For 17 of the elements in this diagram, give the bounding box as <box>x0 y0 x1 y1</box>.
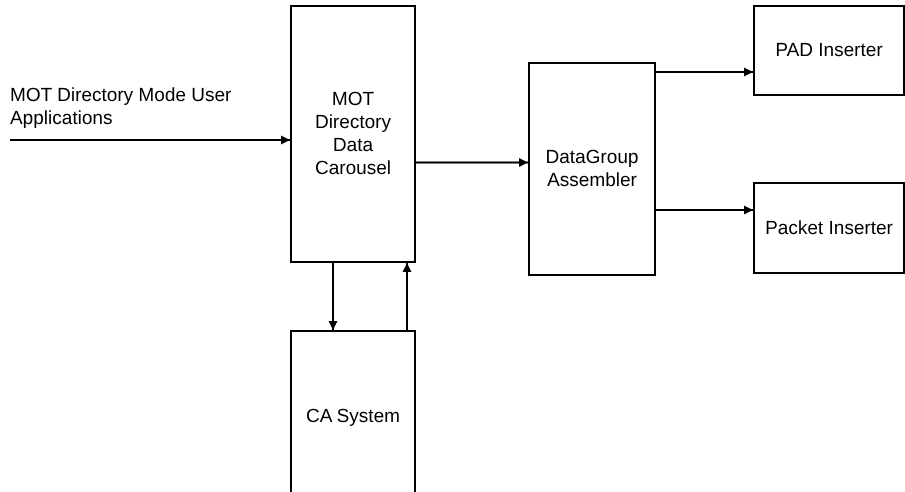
process-box <box>753 182 905 274</box>
process-box <box>290 330 416 492</box>
box-label: DataGroup Assembler <box>544 146 640 192</box>
process-box <box>753 5 905 96</box>
arrow <box>10 136 290 144</box>
box-label: PAD Inserter <box>775 39 883 62</box>
arrow <box>328 263 338 330</box>
arrow <box>416 158 528 167</box>
arrow <box>402 263 412 330</box>
box-label: CA System <box>306 404 400 428</box>
input-label: MOT Directory Mode User Applications <box>10 84 232 130</box>
process-box <box>290 5 416 263</box>
arrow <box>656 68 753 76</box>
arrow <box>656 206 753 214</box>
box-label: MOT Directory Data Carousel <box>314 88 392 180</box>
box-label: Packet Inserter <box>765 216 893 240</box>
process-box <box>528 62 656 276</box>
